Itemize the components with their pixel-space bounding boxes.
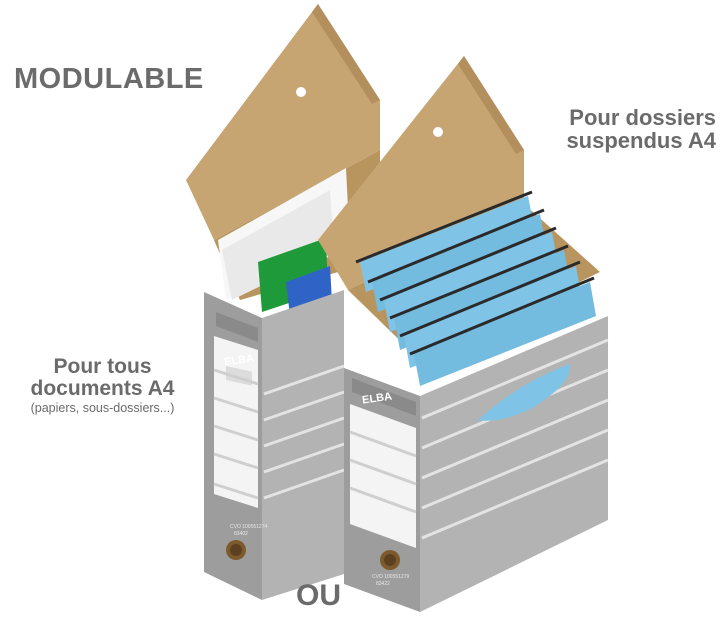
hanging-folders [355, 190, 596, 386]
box-ref-left: 83402 [234, 531, 248, 537]
all-docs-caption-line2: documents A4 [30, 377, 175, 401]
modulable-heading: MODULABLE [14, 63, 204, 95]
or-label: OU [296, 579, 341, 612]
box-code-right: CVO 100551279 [372, 574, 409, 580]
box-code-left: CVO 100551274 [230, 524, 267, 530]
hanging-caption-line1: Pour dossiers [569, 105, 716, 130]
archive-box-right [318, 56, 609, 612]
all-docs-caption-sub: (papiers, sous-dossiers...) [30, 401, 175, 416]
hanging-folders-caption: Pour dossiers suspendus A4 [566, 106, 716, 152]
all-docs-caption-line1: Pour tous [53, 355, 152, 378]
hanging-caption-line2: suspendus A4 [566, 128, 716, 154]
brand-logo-right: ELBA [361, 391, 392, 407]
brand-logo-left: ELBA [223, 353, 254, 369]
archive-box-left [186, 4, 380, 600]
box-ref-right: 83422 [376, 581, 390, 587]
all-documents-caption: Pour tous documents A4 (papiers, sous-do… [0, 355, 205, 416]
